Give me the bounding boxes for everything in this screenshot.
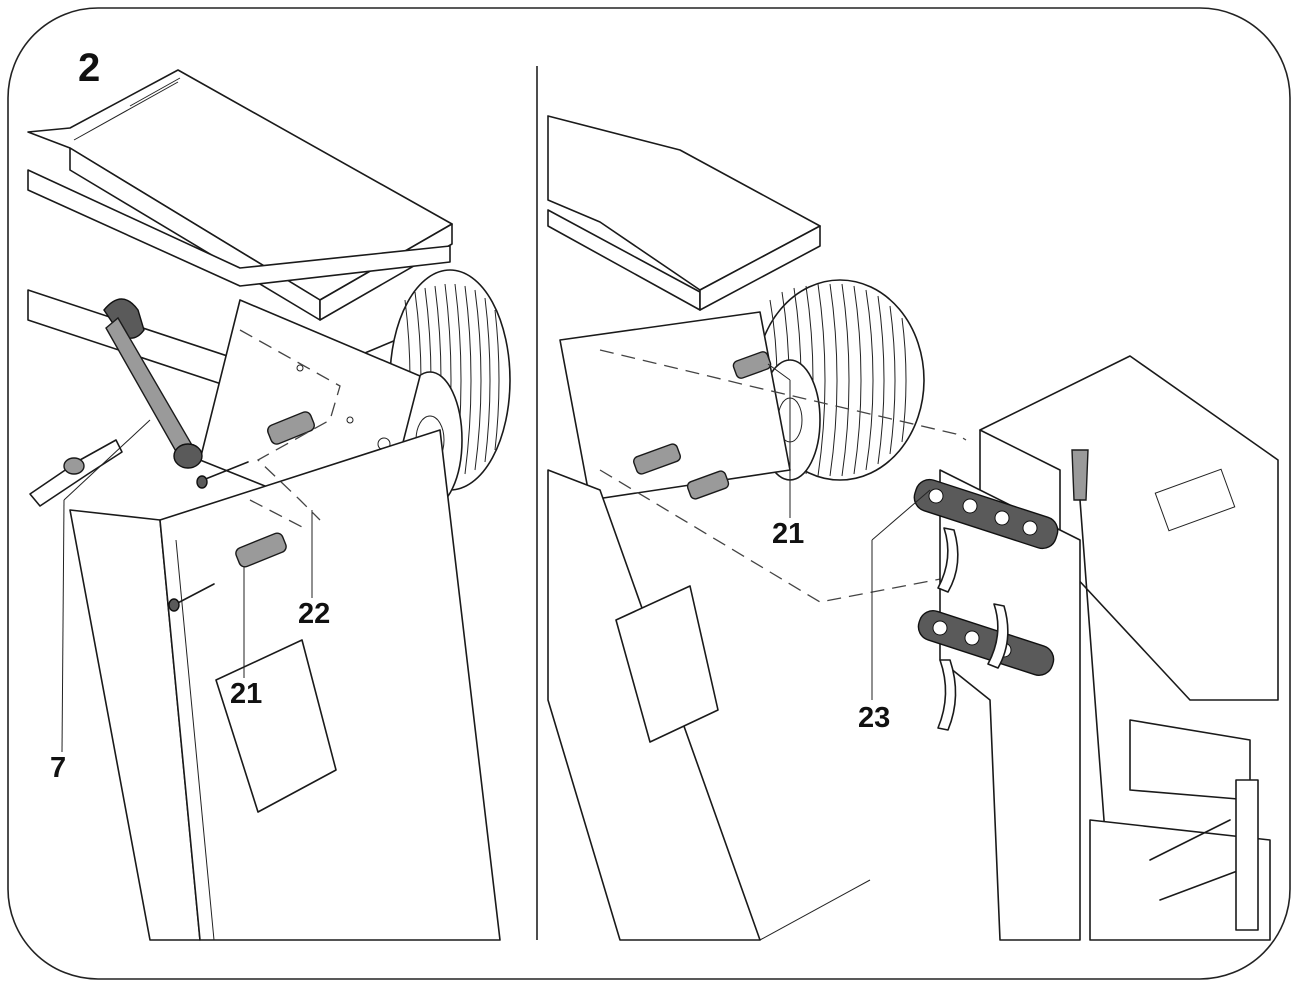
crank-handle bbox=[29, 298, 203, 507]
step-number: 2 bbox=[78, 46, 101, 90]
callout-23: 23 bbox=[858, 702, 891, 734]
callout-21-left: 21 bbox=[230, 678, 263, 710]
right-panel-drawing bbox=[547, 115, 1279, 941]
machine-side-plate bbox=[939, 469, 1081, 941]
spacer-bolt-upper bbox=[196, 411, 315, 489]
spacer-bolt-lower bbox=[168, 532, 287, 612]
label-sticker bbox=[215, 639, 337, 813]
left-panel-drawing bbox=[27, 69, 511, 941]
panel-border bbox=[7, 7, 1291, 980]
callout-21-right: 21 bbox=[772, 518, 805, 550]
clamp-bar-upper bbox=[913, 478, 1059, 550]
callout-7: 7 bbox=[50, 752, 67, 784]
clamp-bar-lower bbox=[917, 610, 1055, 676]
label-sticker-right bbox=[615, 585, 719, 743]
callout-22: 22 bbox=[298, 598, 331, 630]
